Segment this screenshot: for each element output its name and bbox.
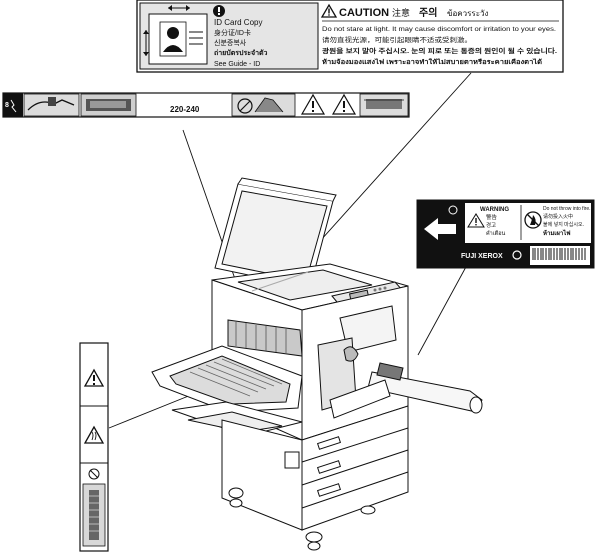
no-fire-zh: 请勿投入火中 — [543, 213, 573, 220]
caution-th: ข้อควรระวัง — [447, 9, 489, 18]
id-card-title: ID Card Copy — [214, 18, 262, 27]
toner-warning-label: WARNING 警告 경고 คำเตือน Do not throw into … — [416, 199, 595, 269]
caution-ko: 주의 — [419, 6, 437, 19]
arrow-left-icon — [424, 218, 456, 240]
toner-warning-triangle-icon — [467, 213, 485, 228]
svg-text:8: 8 — [5, 102, 9, 109]
no-fire-ko: 불에 넣지 마십시오. — [543, 221, 584, 228]
prohibition-icon — [88, 468, 100, 480]
brand-logo: FUJI XEROX — [461, 253, 503, 260]
no-fire-icon — [524, 211, 542, 229]
toner-warning-zh: 警告 — [486, 213, 498, 221]
voltage-label: 8 220-240 — [2, 92, 410, 118]
hot-icon — [3, 93, 23, 117]
printer-illustration — [151, 177, 483, 551]
caution-en: Do not stare at light. It may cause disc… — [322, 26, 556, 33]
id-card-ko: 신분증복사 — [214, 38, 247, 47]
caution-th-text: ห้ามจ้องมองแสงไฟ เพราะอาจทำให้ไม่สบายตาห… — [322, 57, 542, 66]
warning-triangle-icon — [320, 3, 338, 18]
voltage-text: 220-240 — [170, 105, 200, 114]
side-warning-triangle-icon — [83, 368, 105, 387]
caution-label: ID Card Copy 身分证/ID卡 신분증복사 ถ่ายบัตรประจำ… — [136, 0, 564, 73]
hazard-triangle-icon-2 — [331, 93, 357, 115]
printer-base-side — [221, 419, 303, 531]
no-fire-th: ห้ามเผาไฟ — [543, 229, 570, 237]
caution-zh-text: 请勿直视光源，可能引起眼睛不适或受刺激。 — [322, 35, 472, 44]
caution-zh: 注意 — [392, 7, 410, 18]
caution-title: CAUTION — [339, 7, 389, 19]
caution-ko-text: 광원을 보지 말아 주십시오. 눈의 피로 또는 통증의 원인이 될 수 있습니… — [322, 46, 557, 55]
no-fire-en: Do not throw into fire. — [543, 206, 591, 212]
toner-warning-ko: 경고 — [486, 222, 496, 229]
id-card-th: ถ่ายบัตรประจำตัว — [214, 49, 268, 57]
id-card-footer: See Guide - ID — [214, 61, 260, 68]
toner-warning-title: WARNING — [480, 207, 509, 213]
hot-surface-icon — [83, 425, 105, 444]
left-vertical-label — [79, 342, 109, 552]
id-card-zh: 身分证/ID卡 — [214, 28, 251, 37]
hazard-triangle-icon-1 — [300, 93, 326, 115]
toner-warning-th: คำเตือน — [486, 230, 506, 237]
